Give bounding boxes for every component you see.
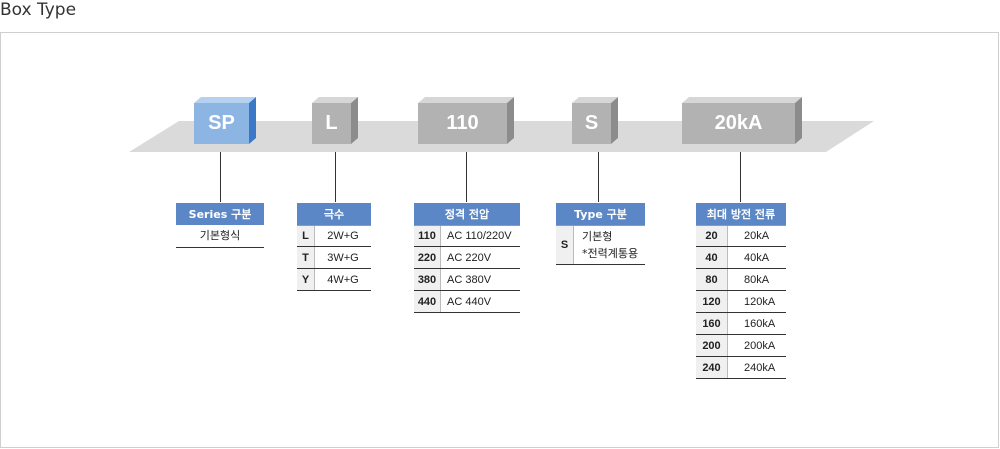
table-row: Y 4W+G (297, 269, 371, 291)
table-row: 80 80kA (696, 269, 786, 291)
pole-code: Y (297, 269, 315, 290)
box-label-110: 110 (446, 112, 479, 134)
page-title: Box Type (0, 0, 77, 20)
current-desc: 160kA (744, 317, 776, 330)
table-row: 380 AC 380V (414, 269, 520, 291)
table-row: 220 AC 220V (414, 247, 520, 269)
pole-desc: 4W+G (327, 273, 359, 286)
voltage-desc: AC 440V (447, 295, 492, 308)
type-code: S (556, 226, 574, 264)
table-row: 200 200kA (696, 335, 786, 357)
table-row: S 기본형 *전력계통용 (556, 225, 645, 265)
voltage-desc: AC 110/220V (447, 230, 512, 242)
current-desc: 40kA (744, 251, 770, 264)
current-header: 최대 방전 전류 (696, 203, 786, 225)
current-desc: 240kA (744, 361, 776, 374)
box-label-sp: SP (208, 112, 235, 134)
current-code: 160 (696, 313, 728, 334)
current-code: 20 (696, 226, 728, 246)
table-row: 120 120kA (696, 291, 786, 313)
table-row: 20 20kA (696, 225, 786, 247)
pole-desc: 2W+G (327, 230, 359, 242)
table-row: 160 160kA (696, 313, 786, 335)
voltage-code: 440 (414, 291, 441, 312)
current-table: 20 20kA 40 40kA 80 80kA 120 120kA 160 160kA 2… (696, 225, 786, 379)
voltage-desc: AC 220V (447, 251, 492, 264)
type-desc: 기본형 *전력계통용 (574, 226, 645, 264)
table-row: 40 40kA (696, 247, 786, 269)
current-code: 40 (696, 247, 728, 268)
poles-table: L 2W+G T 3W+G Y 4W+G (297, 225, 371, 291)
connector-voltage (466, 152, 467, 202)
type-table: S 기본형 *전력계통용 (556, 225, 645, 265)
pole-code: T (297, 247, 315, 268)
connector-poles (335, 152, 336, 202)
box-label-20ka: 20kA (714, 112, 763, 134)
series-value: 기본형식 (176, 225, 264, 248)
connector-current (740, 152, 741, 202)
current-code: 240 (696, 357, 728, 378)
voltage-desc: AC 380V (447, 273, 492, 286)
connector-type (598, 152, 599, 202)
pole-desc: 3W+G (327, 251, 359, 264)
current-code: 80 (696, 269, 728, 290)
current-desc: 20kA (744, 230, 770, 242)
pole-code: L (297, 226, 315, 246)
poles-header: 극수 (297, 203, 371, 225)
table-row: 110 AC 110/220V (414, 225, 520, 247)
voltage-code: 380 (414, 269, 441, 290)
diagram-frame: SP L 110 S 20kA (0, 32, 999, 448)
box-label-s: S (584, 112, 599, 134)
voltage-code: 110 (414, 226, 441, 246)
voltage-header: 정격 전압 (414, 203, 520, 225)
current-desc: 200kA (744, 339, 776, 352)
current-desc: 80kA (744, 273, 770, 286)
current-code: 200 (696, 335, 728, 356)
table-row: 240 240kA (696, 357, 786, 379)
table-row: 440 AC 440V (414, 291, 520, 313)
type-header: Type 구분 (556, 203, 645, 225)
current-desc: 120kA (744, 295, 776, 308)
connector-series (220, 152, 221, 202)
table-row: T 3W+G (297, 247, 371, 269)
table-row: L 2W+G (297, 225, 371, 247)
voltage-table: 110 AC 110/220V 220 AC 220V 380 AC 380V 440… (414, 225, 520, 313)
series-header: Series 구분 (176, 203, 264, 225)
type-desc-line1: 기본형 (582, 230, 613, 243)
voltage-code: 220 (414, 247, 441, 268)
type-desc-line2: *전력계통용 (582, 247, 639, 260)
box-label-l: L (325, 112, 338, 134)
current-code: 120 (696, 291, 728, 312)
